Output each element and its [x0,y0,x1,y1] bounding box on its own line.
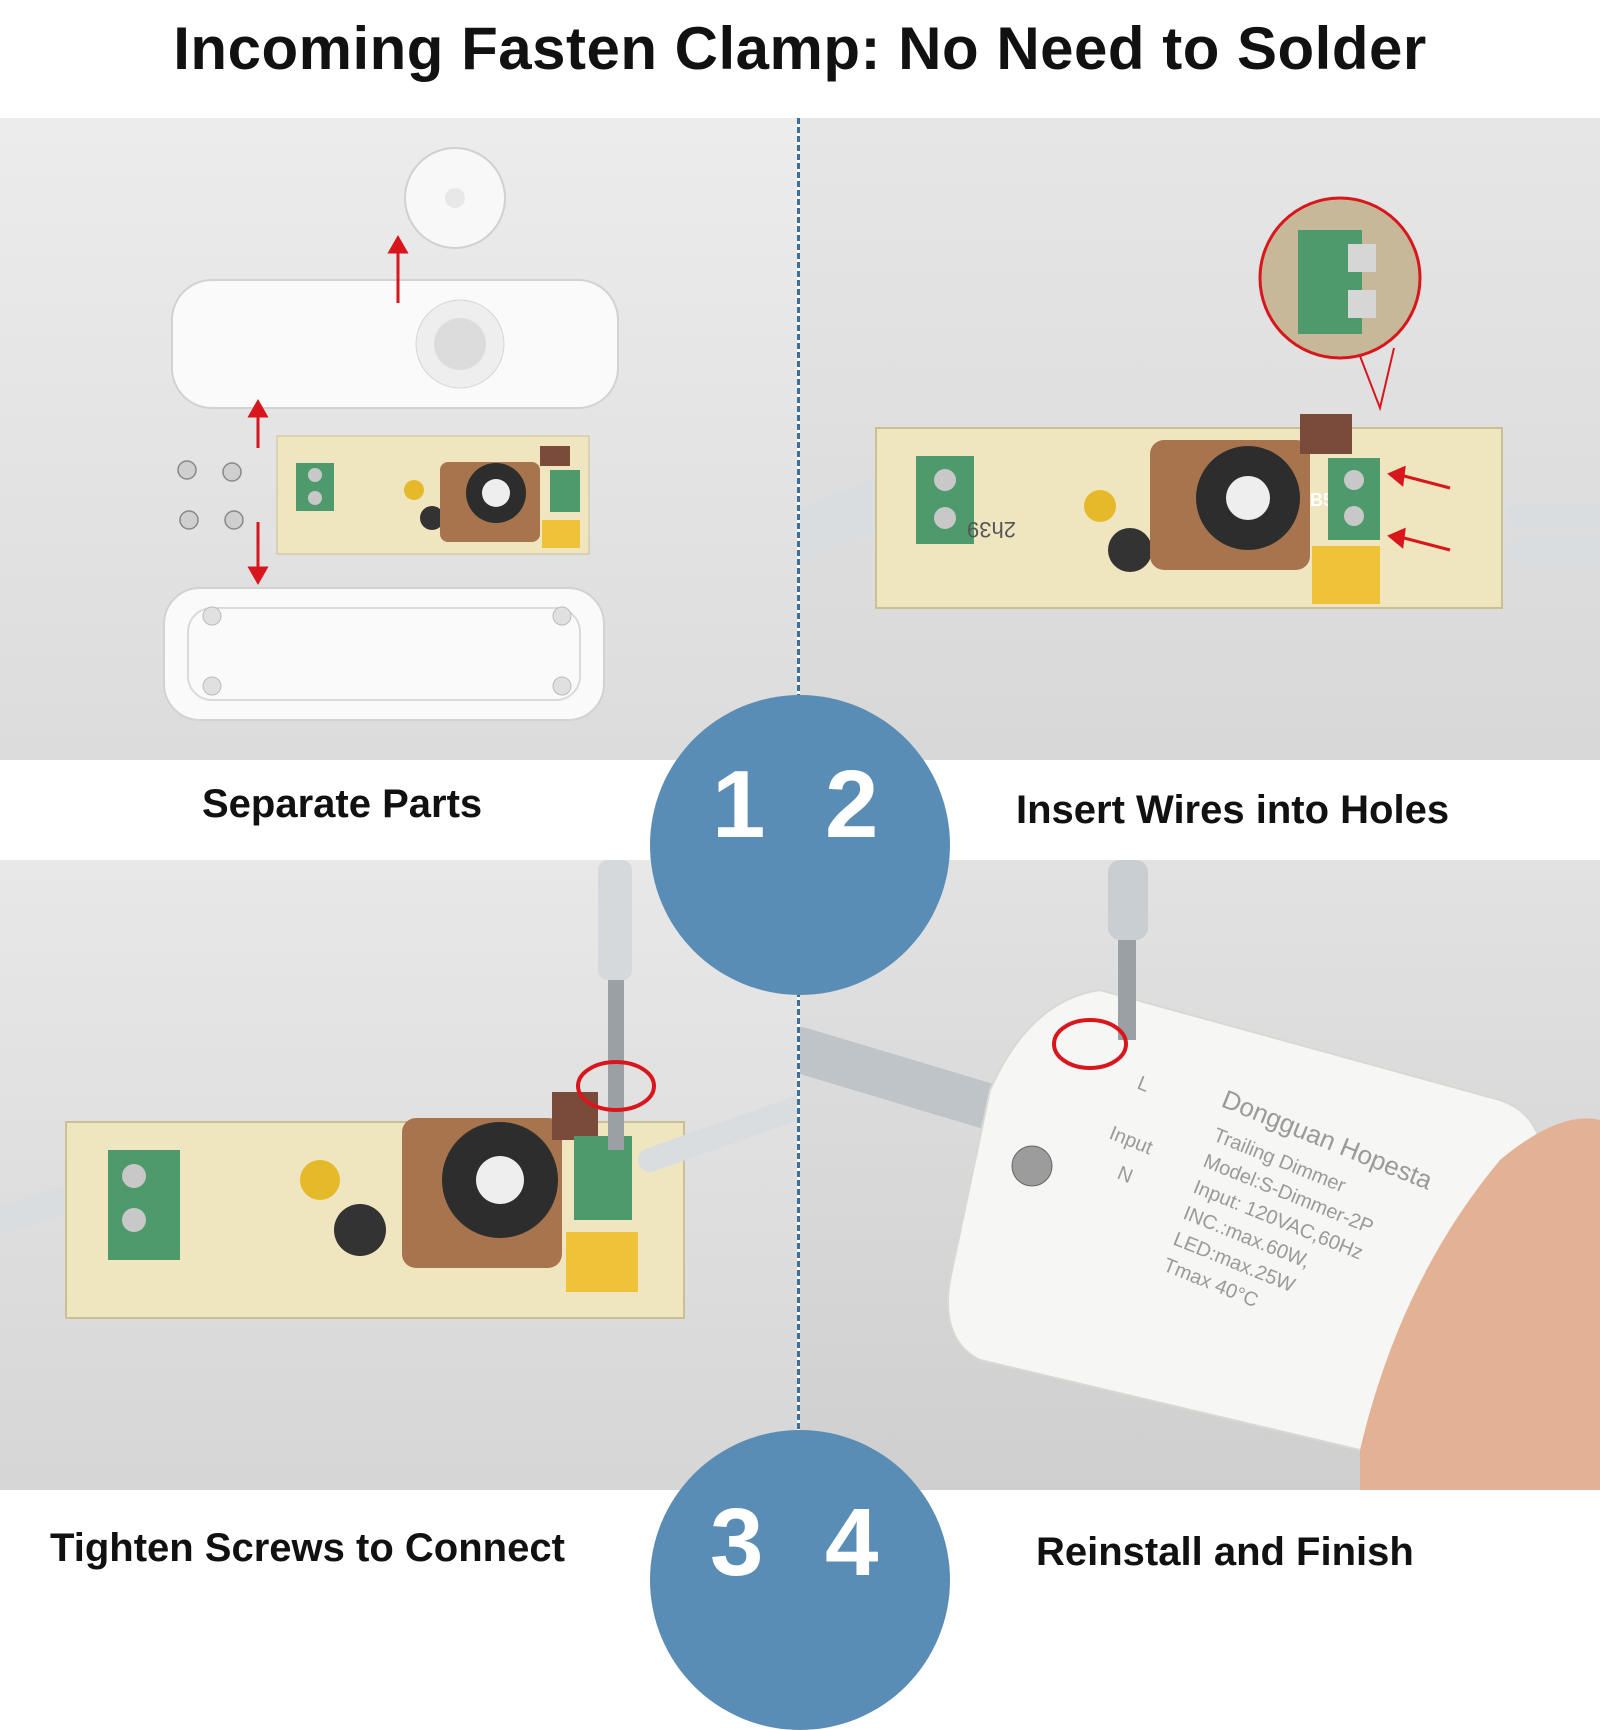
step-1-number: 1 [712,751,766,858]
dimmer-knob [404,147,506,249]
step-1-caption: Separate Parts [202,782,483,826]
arrow-icons [247,234,409,586]
pcb-board [276,435,590,555]
page-title: Incoming Fasten Clamp: No Need to Solder [173,15,1427,82]
step-4-caption: Reinstall and Finish [1036,1530,1414,1574]
zoom-callout [1258,196,1422,412]
arrow-icons [1387,465,1451,552]
pcb-board [65,1092,685,1319]
rotate-arrow-icon [576,1060,656,1112]
screws [177,460,244,530]
step-3-photo [0,860,797,1490]
step-3-number: 3 [710,1489,764,1596]
step-2-photo: 2h39 B500K [800,118,1600,760]
cable [800,1027,1023,1133]
board-code-label: 2h39 [967,517,1016,542]
hand [1360,1118,1600,1490]
step-2-number: 2 [825,751,879,858]
rotate-arrow-icon [1052,1018,1128,1070]
screwdriver [1108,860,1148,1040]
wire-right [1507,503,1600,563]
step-4-number: 4 [825,1489,879,1596]
wire-right [638,1096,797,1172]
top-cover [171,279,619,409]
step-1-photo [0,118,797,760]
step-3-caption: Tighten Screws to Connect [50,1526,565,1570]
badge-top [650,695,950,995]
step-4-photo: Dongguan Hopesta Trailing Dimmer Model:S… [800,860,1600,1490]
bottom-base [163,587,605,721]
screwdriver [598,860,632,1150]
pcb-board: 2h39 B500K [875,414,1503,609]
step-2-caption: Insert Wires into Holes [1016,788,1450,832]
badge-bottom [650,1430,950,1730]
